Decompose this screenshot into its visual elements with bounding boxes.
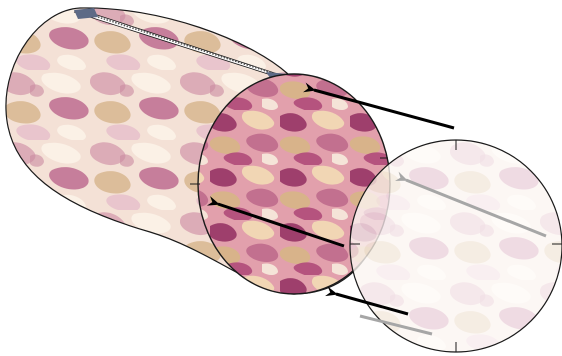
strip-cap-left [74,8,98,19]
